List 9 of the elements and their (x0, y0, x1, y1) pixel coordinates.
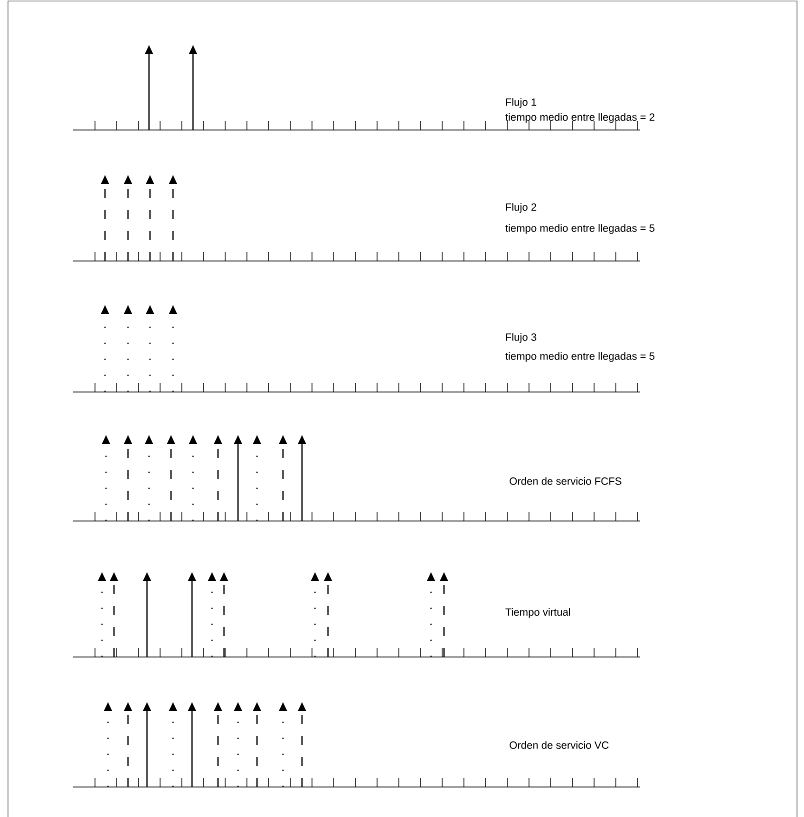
label: tiempo medio entre llegadas = 5 (505, 352, 654, 362)
label: Orden de servicio FCFS (510, 477, 622, 485)
label: tiempo medio entre llegadas = 2 (505, 113, 654, 123)
label: Flujo 2 (506, 203, 536, 213)
label: Flujo 1 (506, 98, 536, 108)
label: Tiempo virtual (505, 608, 570, 618)
label: Flujo 3 (506, 333, 536, 343)
label: Orden de servicio VC (510, 741, 609, 749)
label: tiempo medio entre llegadas = 5 (505, 224, 654, 234)
